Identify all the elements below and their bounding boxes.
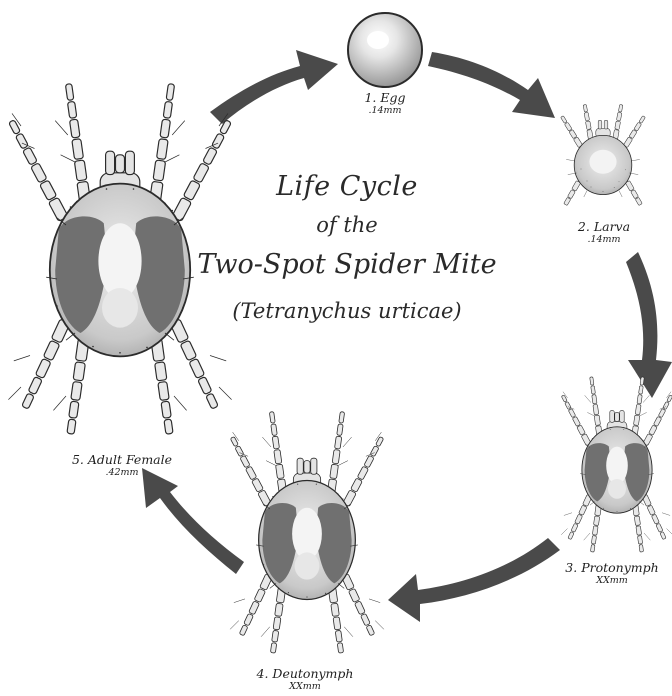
deutonymph-illustration: [229, 411, 385, 653]
stage-name: 1. Egg: [340, 90, 430, 105]
stage-name: 3. Protonymph: [556, 560, 668, 575]
arrow-egg-to-larva: [428, 52, 555, 118]
arrow-protonymph-to-deutonymph: [388, 538, 560, 622]
stage-label-adult-female: 5. Adult Female .42mm: [52, 452, 192, 478]
title-line-2: of the: [212, 206, 482, 244]
stage-size: XXmm: [556, 575, 668, 586]
stage-name: 4. Deutonymph: [240, 666, 370, 681]
arrow-larva-to-protonymph: [626, 252, 672, 398]
protonymph-illustration: [560, 377, 672, 553]
stage-size: .14mm: [556, 234, 652, 245]
stage-size: .42mm: [52, 467, 192, 478]
arrow-adult-to-egg: [210, 50, 338, 124]
arrow-deutonymph-to-adult: [142, 468, 244, 574]
stage-label-deutonymph: 4. Deutonymph XXmm: [240, 666, 370, 692]
title-line-4: (Tetranychus urticae): [212, 286, 482, 336]
stage-name: 5. Adult Female: [52, 452, 192, 467]
stage-size: XXmm: [240, 681, 370, 692]
stage-name: 2. Larva: [556, 219, 652, 234]
title-line-3: Two-Spot Spider Mite: [192, 244, 502, 286]
stage-label-protonymph: 3. Protonymph XXmm: [556, 560, 668, 586]
stage-label-larva: 2. Larva .14mm: [556, 219, 652, 245]
egg-illustration: [348, 13, 422, 87]
diagram-title: Life Cycle of the Two-Spot Spider Mite (…: [212, 168, 482, 336]
title-line-1: Life Cycle: [212, 168, 482, 206]
stage-label-egg: 1. Egg .14mm: [340, 90, 430, 116]
stage-size: .14mm: [340, 105, 430, 116]
larva-illustration: [560, 104, 646, 205]
